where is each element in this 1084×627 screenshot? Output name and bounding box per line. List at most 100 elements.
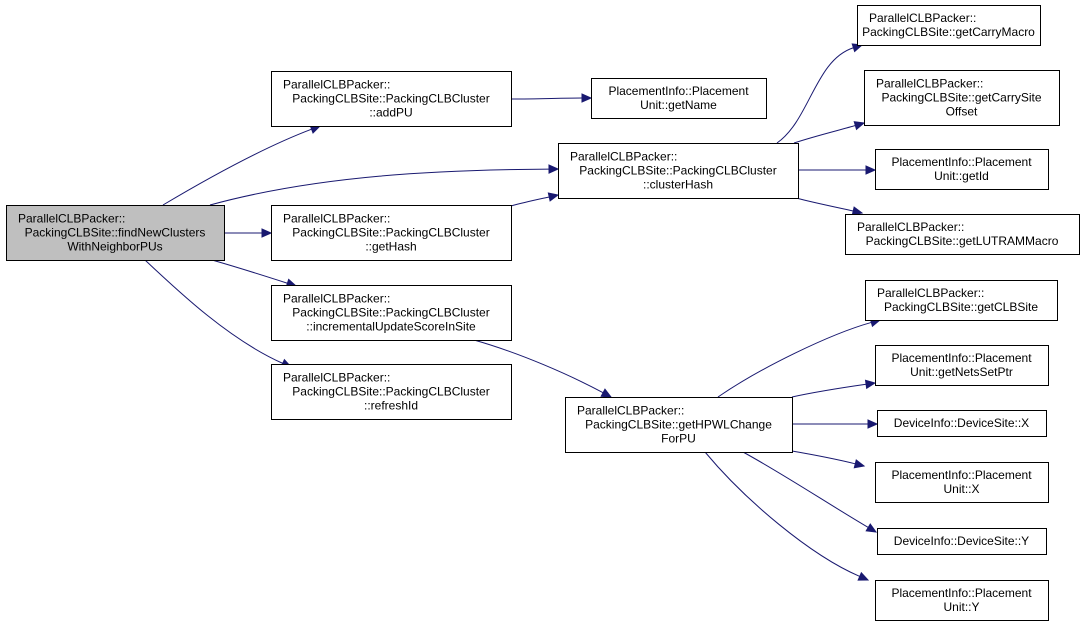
node-box bbox=[558, 143, 799, 199]
edge-clusterHash-to-getCarrySiteOffset bbox=[793, 121, 866, 144]
edge-line bbox=[209, 168, 550, 206]
edge-line bbox=[510, 196, 550, 207]
arrowhead-icon bbox=[547, 192, 560, 202]
node-label-line: ParallelCLBPacker:: bbox=[283, 212, 390, 226]
edge-getHPWL-to-getCLBSite bbox=[717, 317, 882, 398]
node-label-line: PackingCLBSite::getCLBSite bbox=[884, 300, 1038, 314]
node-label-line: ParallelCLBPacker:: bbox=[877, 286, 984, 300]
node-label-line: PlacementInfo::Placement bbox=[891, 586, 1032, 600]
node-label-line: ParallelCLBPacker:: bbox=[570, 150, 677, 164]
arrowhead-icon bbox=[853, 459, 866, 469]
node-devY[interactable]: DeviceInfo::DeviceSite::Y bbox=[877, 528, 1047, 555]
node-devX[interactable]: DeviceInfo::DeviceSite::X bbox=[877, 410, 1047, 437]
node-box bbox=[877, 528, 1047, 555]
edge-getHPWL-to-getNetsSetPtr bbox=[791, 379, 877, 398]
arrowhead-icon bbox=[867, 419, 879, 429]
edge-line bbox=[144, 259, 283, 364]
edge-root-to-getHash bbox=[224, 228, 273, 238]
node-label-line: Unit::getId bbox=[934, 169, 989, 183]
edge-incUpdate-to-getHPWL bbox=[473, 339, 613, 398]
edge-line bbox=[162, 128, 312, 206]
node-label-line: ::incrementalUpdateScoreInSite bbox=[306, 320, 476, 334]
arrowhead-icon bbox=[865, 523, 878, 533]
node-incUpdate[interactable]: ParallelCLBPacker::PackingCLBSite::Packi… bbox=[271, 285, 512, 341]
node-box bbox=[857, 5, 1041, 46]
edge-getHPWL-to-devX bbox=[792, 419, 879, 429]
node-label-line: ::refreshId bbox=[364, 399, 418, 413]
node-label-line: PlacementInfo::Placement bbox=[608, 84, 749, 98]
node-getHash[interactable]: ParallelCLBPacker::PackingCLBSite::Packi… bbox=[271, 205, 512, 261]
node-label-line: ParallelCLBPacker:: bbox=[857, 220, 964, 234]
arrowhead-icon bbox=[548, 164, 560, 174]
node-label-line: ForPU bbox=[661, 432, 696, 446]
edges-layer bbox=[144, 43, 882, 581]
node-label-line: ParallelCLBPacker:: bbox=[283, 292, 390, 306]
arrowhead-icon bbox=[857, 571, 870, 581]
node-addPU[interactable]: ParallelCLBPacker::PackingCLBSite::Packi… bbox=[271, 71, 512, 127]
nodes-layer: ParallelCLBPacker::PackingCLBSite::findN… bbox=[6, 5, 1080, 621]
node-getCarryMacro[interactable]: ParallelCLBPacker::PackingCLBSite::getCa… bbox=[857, 5, 1041, 46]
node-box bbox=[877, 410, 1047, 437]
arrowhead-icon bbox=[600, 388, 613, 398]
node-box bbox=[271, 285, 512, 341]
node-label-line: ParallelCLBPacker:: bbox=[283, 371, 390, 385]
edge-line bbox=[791, 450, 856, 465]
node-box bbox=[875, 345, 1049, 386]
node-label-line: Unit::Y bbox=[943, 600, 979, 614]
node-clusterHash[interactable]: ParallelCLBPacker::PackingCLBSite::Packi… bbox=[558, 143, 799, 199]
node-label-line: Unit::getNetsSetPtr bbox=[910, 365, 1013, 379]
node-label-line: PlacementInfo::Placement bbox=[891, 155, 1032, 169]
node-label-line: PackingCLBSite::findNewClusters bbox=[25, 226, 206, 240]
node-label-line: PackingCLBSite::getHPWLChange bbox=[585, 418, 772, 432]
node-refreshId[interactable]: ParallelCLBPacker::PackingCLBSite::Packi… bbox=[271, 364, 512, 420]
node-box bbox=[271, 71, 512, 127]
node-label-line: PlacementInfo::Placement bbox=[891, 351, 1032, 365]
node-box bbox=[271, 205, 512, 261]
edge-root-to-refreshId bbox=[144, 259, 293, 368]
arrowhead-icon bbox=[851, 206, 864, 216]
edge-root-to-clusterHash bbox=[209, 164, 560, 206]
node-label-line: PackingCLBSite::getCarryMacro bbox=[862, 25, 1035, 39]
node-root[interactable]: ParallelCLBPacker::PackingCLBSite::findN… bbox=[6, 205, 225, 261]
node-label-line: ParallelCLBPacker:: bbox=[283, 78, 390, 92]
arrowhead-icon bbox=[261, 228, 273, 238]
node-label-line: PackingCLBSite::getCarrySite bbox=[881, 91, 1041, 105]
edge-getHash-to-clusterHash bbox=[510, 192, 560, 207]
node-getHPWL[interactable]: ParallelCLBPacker::PackingCLBSite::getHP… bbox=[565, 397, 793, 453]
edge-clusterHash-to-getLUTRAMMacro bbox=[795, 197, 864, 216]
node-label-line: ParallelCLBPacker:: bbox=[18, 212, 125, 226]
node-getCLBSite[interactable]: ParallelCLBPacker::PackingCLBSite::getCL… bbox=[865, 280, 1058, 321]
node-label-line: PlacementInfo::Placement bbox=[891, 468, 1032, 482]
edge-getHPWL-to-devY bbox=[742, 451, 878, 533]
edge-addPU-to-getName bbox=[510, 93, 593, 103]
edge-root-to-incUpdate bbox=[211, 259, 298, 288]
edge-line bbox=[742, 451, 869, 528]
node-label-line: ::clusterHash bbox=[643, 178, 713, 192]
edge-line bbox=[717, 321, 872, 398]
node-getNetsSetPtr[interactable]: PlacementInfo::PlacementUnit::getNetsSet… bbox=[875, 345, 1049, 386]
arrowhead-icon bbox=[864, 379, 877, 390]
edge-line bbox=[776, 47, 854, 144]
node-getCarrySiteOffset[interactable]: ParallelCLBPacker::PackingCLBSite::getCa… bbox=[864, 70, 1060, 126]
node-label-line: ParallelCLBPacker:: bbox=[577, 404, 684, 418]
node-label-line: Unit::X bbox=[943, 482, 979, 496]
node-label-line: DeviceInfo::DeviceSite::X bbox=[894, 416, 1029, 430]
node-label-line: ::addPU bbox=[369, 106, 412, 120]
node-label-line: Offset bbox=[946, 105, 978, 119]
node-label-line: ParallelCLBPacker:: bbox=[869, 11, 976, 25]
node-getLUTRAMMacro[interactable]: ParallelCLBPacker::PackingCLBSite::getLU… bbox=[845, 214, 1080, 255]
edge-getHPWL-to-puY bbox=[704, 451, 870, 581]
node-box bbox=[6, 205, 225, 261]
node-label-line: PackingCLBSite::PackingCLBCluster bbox=[292, 226, 489, 240]
node-box bbox=[875, 149, 1049, 190]
edge-line bbox=[473, 339, 604, 394]
node-box bbox=[865, 280, 1058, 321]
arrowhead-icon bbox=[865, 165, 877, 175]
edge-line bbox=[704, 451, 860, 577]
node-box bbox=[591, 78, 767, 119]
node-label-line: PackingCLBSite::PackingCLBCluster bbox=[292, 306, 489, 320]
